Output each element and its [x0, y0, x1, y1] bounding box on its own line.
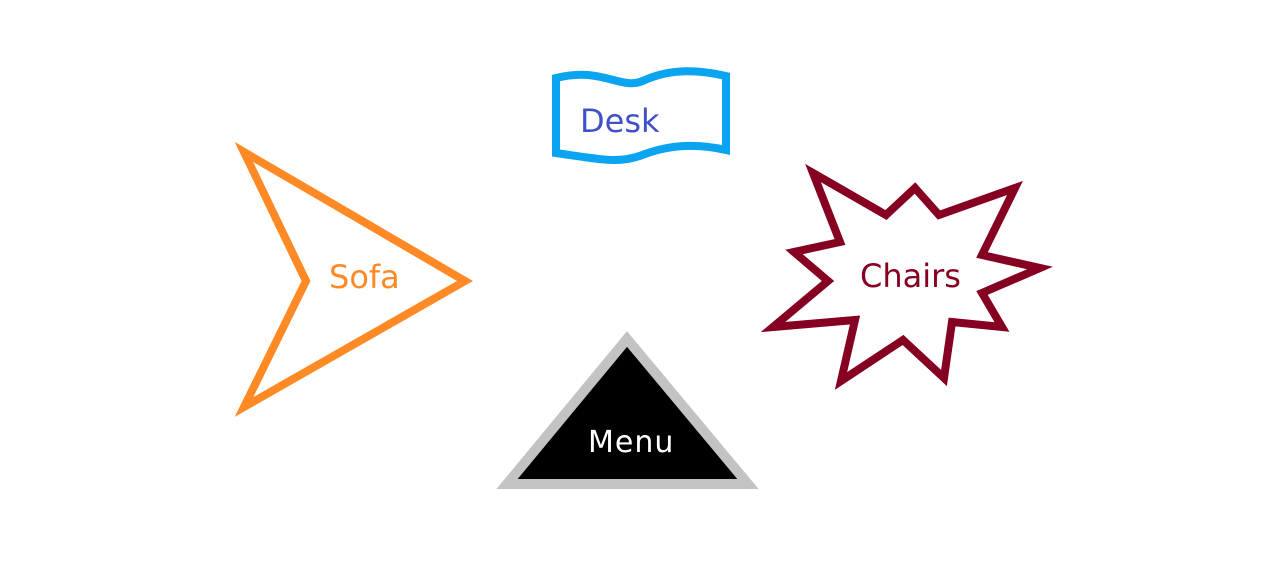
desk-node[interactable]: Desk — [552, 67, 730, 164]
chairs-label: Chairs — [860, 257, 961, 295]
menu-triangle-shape — [496, 331, 759, 489]
menu-label: Menu — [588, 425, 674, 460]
sofa-arrowhead-shape — [234, 141, 474, 417]
chairs-explosion-shape — [760, 163, 1053, 390]
desk-wave-banner-shape — [552, 67, 730, 164]
desk-label: Desk — [580, 102, 660, 140]
sofa-node[interactable]: Sofa — [234, 141, 474, 417]
menu-node[interactable]: Menu — [496, 331, 759, 489]
sofa-label: Sofa — [329, 258, 400, 296]
chairs-node[interactable]: Chairs — [760, 163, 1053, 390]
